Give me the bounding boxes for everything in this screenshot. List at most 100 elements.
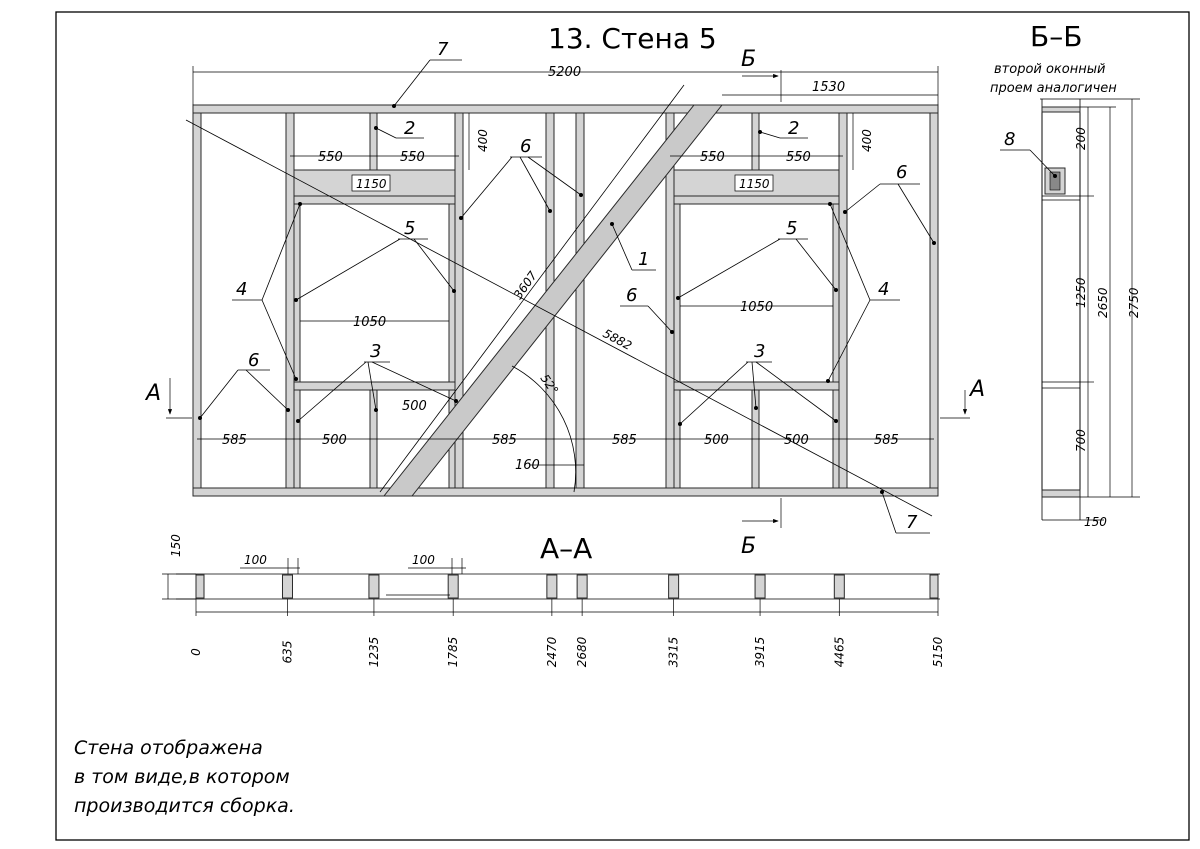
callout-4-left-label: 4: [236, 279, 247, 300]
section-aa-position-label: 1235: [367, 637, 381, 668]
header-top-plate: [673, 195, 840, 205]
section-aa-position-label: 1785: [446, 637, 460, 668]
jack-stud: [293, 195, 301, 489]
section-aa-dim-150: 150: [169, 534, 183, 557]
section-aa-position-label: 2470: [545, 636, 559, 667]
callout-3-left: 3: [296, 341, 458, 423]
section-bb-bottom: [1041, 489, 1081, 498]
callout-7-top: 7: [392, 39, 462, 108]
cut-label-a-right: А: [968, 377, 985, 402]
section-aa-position-label: 0: [189, 648, 203, 656]
header-dim-right: 1150: [739, 177, 770, 191]
section-aa-stud: [668, 574, 680, 599]
callout-5-left-label: 5: [404, 218, 415, 239]
drawing-title: 13. Стена 5: [548, 22, 717, 55]
callout-4-right: 4: [826, 202, 900, 383]
section-bb-title: Б–Б: [1030, 20, 1082, 53]
section-aa-stud: [368, 574, 380, 599]
sill-left: [293, 381, 456, 391]
section-aa-position-label: 4465: [832, 637, 846, 668]
dim-spacing-label: 585: [222, 433, 247, 448]
section-bb: Б–Б второй оконный проем аналогичен 8 2: [990, 20, 1141, 529]
section-aa-stud: [754, 574, 766, 599]
cut-marker-b-bottom: Б: [741, 498, 782, 559]
section-aa-dim-100-right: 100: [412, 553, 435, 567]
section-bb-dim-2650: 2650: [1096, 287, 1110, 318]
cut-marker-a-right: А: [940, 377, 985, 419]
callout-6-top: 6: [459, 136, 583, 220]
dim-spacing-label: 500: [784, 433, 809, 448]
dim-1050-right: 1050: [740, 300, 773, 315]
dim-1530: 1530: [812, 80, 845, 95]
callout-5-right: 5: [676, 218, 838, 300]
note-line-3: производится сборка.: [74, 795, 295, 817]
section-aa-stud: [546, 574, 558, 599]
dim-spacing-label: 500: [704, 433, 729, 448]
section-bb-dim-1250: 1250: [1074, 277, 1088, 308]
section-aa-dim-100-left: 100: [244, 553, 267, 567]
cripple-stud: [751, 112, 760, 171]
section-aa-position-label: 2680: [575, 636, 589, 667]
callout-7-bottom-label: 7: [906, 512, 918, 533]
dim-500-mid: 500: [402, 399, 427, 414]
section-aa-title: А–А: [540, 532, 592, 565]
cut-label-a-left: А: [144, 381, 161, 406]
section-aa-position-label: 635: [280, 641, 294, 664]
dim-spacing-label: 585: [612, 433, 637, 448]
dim-550: 550: [786, 150, 811, 165]
callout-6-b-label: 6: [896, 162, 907, 183]
dim-160: 160: [515, 458, 540, 473]
section-bb-note-2: проем аналогичен: [990, 81, 1117, 96]
callout-5-right-label: 5: [786, 218, 797, 239]
section-aa-position-label: 3915: [753, 637, 767, 668]
dim-spacing-label: 500: [322, 433, 347, 448]
callout-2-right-label: 2: [788, 118, 799, 139]
cripple-stud: [369, 112, 378, 171]
assembly-note: Стена отображена в том виде,в котором пр…: [74, 734, 295, 821]
note-line-1: Стена отображена: [74, 737, 263, 759]
section-aa-stud: [447, 574, 459, 599]
callout-6-mid: 6: [620, 285, 674, 334]
callout-3-right: 3: [678, 341, 838, 426]
dim-550: 550: [700, 150, 725, 165]
angle-label: 52°: [538, 372, 562, 397]
callout-2-left: 2: [374, 118, 424, 139]
section-bb-header-core: [1049, 171, 1061, 191]
wall-frame: [192, 104, 939, 497]
stud: [192, 112, 202, 489]
section-aa-position-label: 5150: [931, 636, 945, 667]
header-label-box: [734, 174, 774, 192]
callout-3-left-label: 3: [370, 341, 381, 362]
jack-stud: [832, 195, 840, 489]
bottom-plate: [192, 487, 939, 497]
cut-marker-a-left: А: [144, 378, 192, 419]
callout-7-bottom: 7: [880, 490, 930, 534]
header-label-box: [351, 174, 391, 192]
dim-spacing-label: 585: [492, 433, 517, 448]
dim-overall: 5200: [548, 65, 581, 80]
note-line-2: в том виде,в котором: [74, 766, 290, 788]
stud: [285, 112, 295, 489]
callout-6-c-label: 6: [626, 285, 637, 306]
jack-stud: [673, 195, 681, 489]
callout-6-right: 6: [843, 162, 936, 245]
section-aa-stud: [833, 574, 845, 599]
dim-550: 550: [318, 150, 343, 165]
callout-6-left: 6: [198, 350, 290, 420]
cut-label-b-bottom: Б: [741, 534, 756, 559]
stud: [838, 112, 848, 489]
section-aa-stud: [195, 574, 205, 599]
dim-400-left: 400: [476, 129, 490, 152]
section-aa-studs: [195, 574, 939, 599]
stud: [929, 112, 939, 489]
sheet-frame: [55, 11, 1190, 841]
callout-1-label: 1: [638, 249, 649, 270]
callout-4-left: 4: [232, 202, 302, 381]
callout-6-d-label: 6: [248, 350, 259, 371]
section-bb-callout: 8: [1004, 129, 1015, 150]
section-bb-dim-150: 150: [1084, 515, 1107, 529]
